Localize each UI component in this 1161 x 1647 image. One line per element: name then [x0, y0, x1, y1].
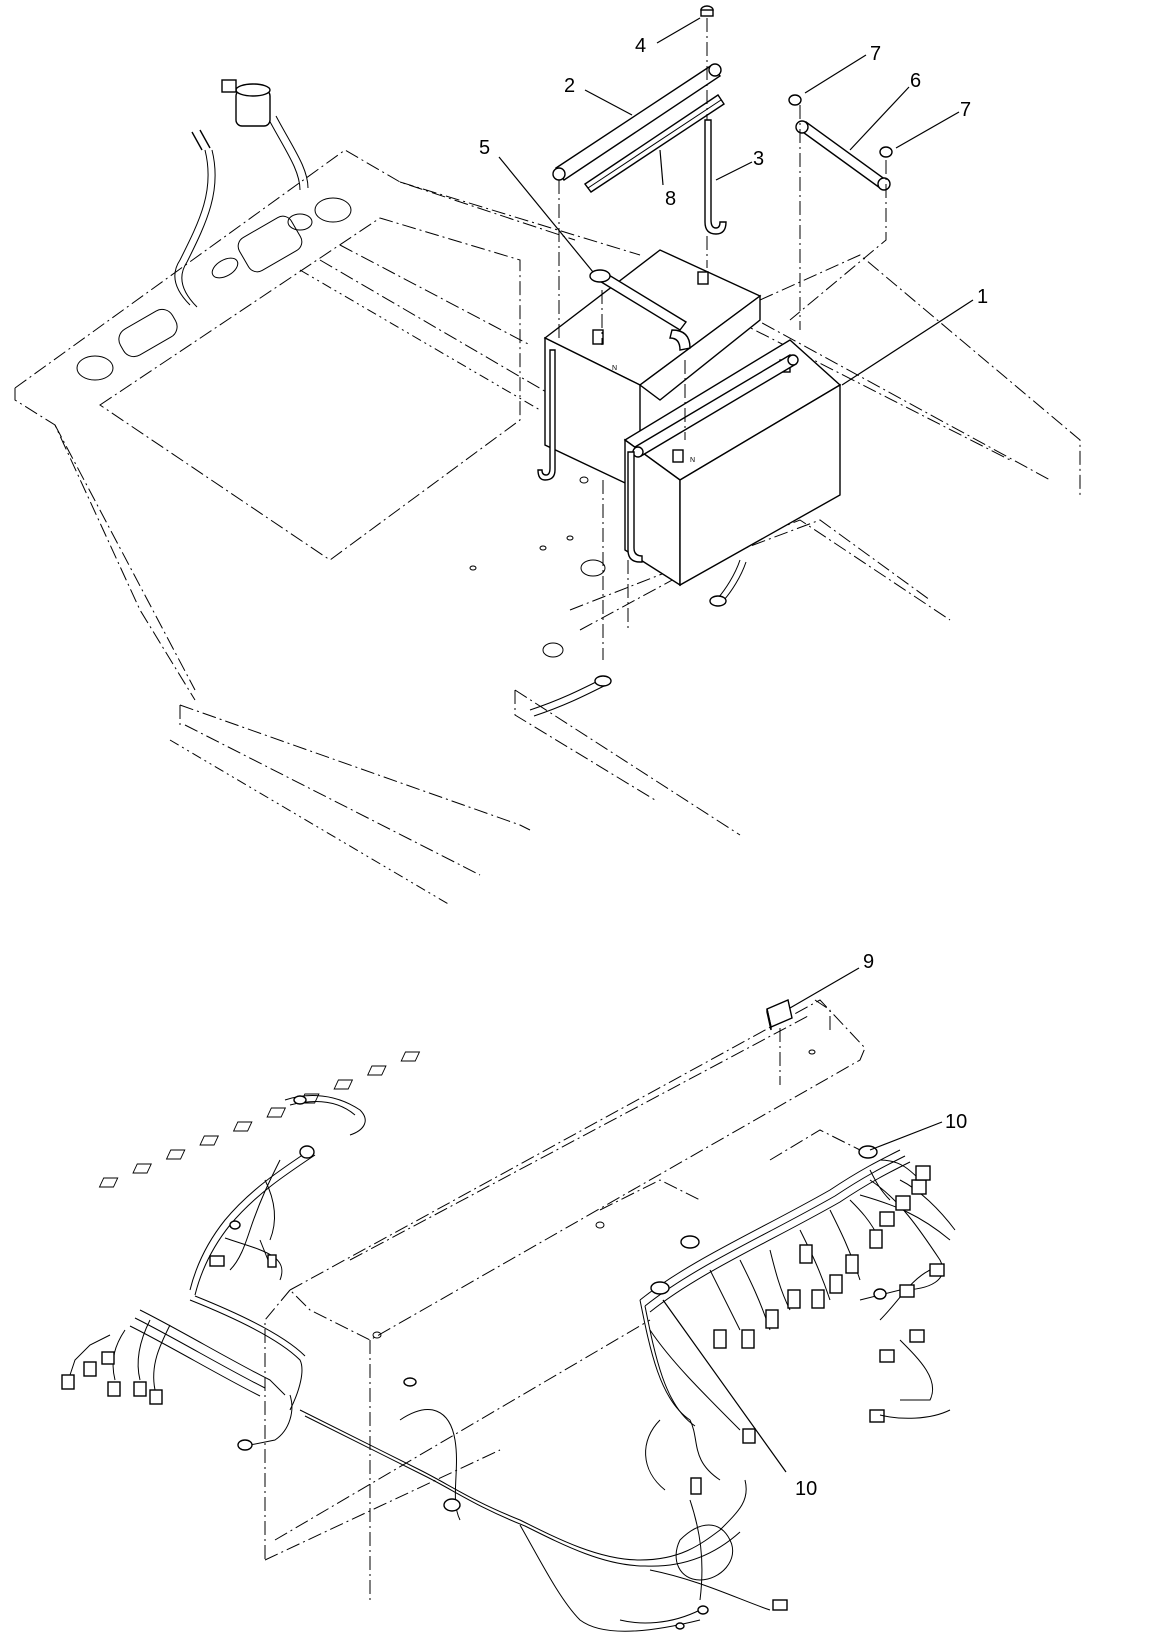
callout-7b: 7: [960, 99, 971, 121]
upper-assembly: N N: [14, 5, 1081, 906]
callout-10b: 10: [795, 1478, 817, 1500]
assembly-centerlines: [558, 18, 887, 660]
deck-plate-phantom: [14, 149, 1081, 906]
ground-cables: [529, 559, 747, 717]
callout-9: 9: [863, 951, 874, 973]
upper-leaders: [498, 17, 974, 386]
hold-down-bar-item2: [552, 63, 722, 181]
svg-text:N: N: [690, 457, 695, 464]
callout-4: 4: [635, 35, 646, 57]
callout-5: 5: [479, 137, 490, 159]
callout-10a: 10: [945, 1111, 967, 1133]
channel-item8: [583, 94, 725, 193]
battery-cable-item5: [589, 269, 691, 351]
harness-left: [61, 1095, 366, 1451]
key-switch-cable: [174, 79, 309, 308]
harness-lower-loop: [299, 1377, 788, 1632]
lower-assembly: 9 10 10: [61, 951, 967, 1632]
callout-1: 1: [977, 286, 988, 308]
deck-plate-holes: [76, 197, 606, 658]
j-bolt-rear: [537, 349, 556, 481]
callout-7a: 7: [870, 43, 881, 65]
lower-leaders: [662, 967, 943, 1473]
control-panel-phantom: [264, 999, 866, 1600]
upper-callouts: 1 2 3 4 5 6 7 7 8: [479, 35, 988, 308]
svg-text:N: N: [612, 365, 617, 372]
callout-2: 2: [564, 75, 575, 97]
nut-item4: [700, 5, 714, 17]
lower-callouts: 9 10 10: [795, 951, 967, 1500]
hold-down-front: [627, 354, 799, 563]
j-bolt-item3: [704, 119, 727, 235]
callout-3: 3: [753, 148, 764, 170]
harness-right: [639, 1145, 956, 1491]
cable-item6: [788, 94, 893, 191]
switch-plug-item9: [766, 999, 793, 1085]
callout-6: 6: [910, 70, 921, 92]
panel-switch-openings: [98, 1049, 816, 1339]
callout-8: 8: [665, 188, 676, 210]
battery-rear: N: [543, 249, 762, 492]
